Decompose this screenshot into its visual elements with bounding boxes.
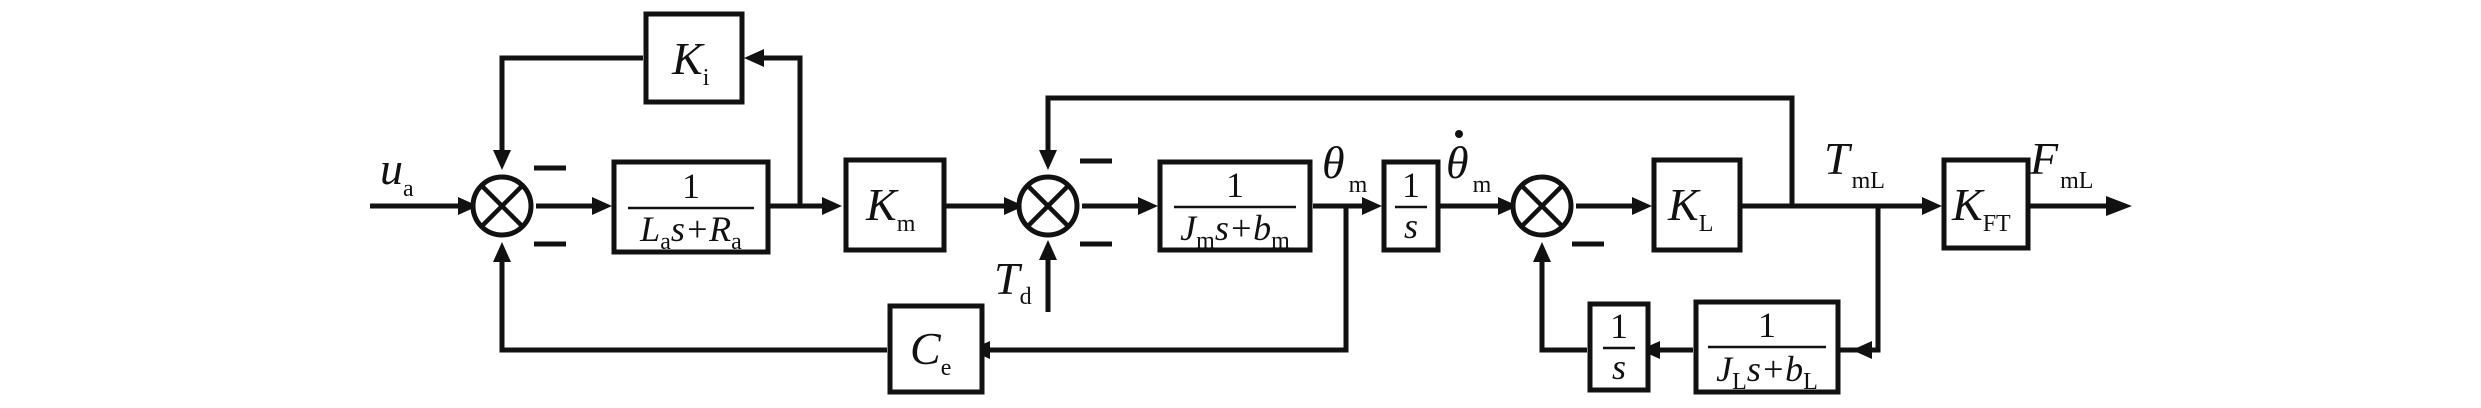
svg-text:KL: KL — [1667, 179, 1713, 237]
arrow-into-sum1-bottom — [493, 242, 511, 262]
input-signal-label: ua — [380, 143, 414, 202]
kl-block: KL — [1651, 157, 1743, 253]
motor-transfer-block: 1 Jms+bm — [1157, 159, 1313, 254]
ce-block: Ce — [887, 303, 985, 395]
svg-text:s: s — [1404, 206, 1418, 246]
arrow-into-electrical — [592, 197, 612, 215]
svg-text:1: 1 — [1758, 305, 1776, 345]
svg-text:Las+Ra: Las+Ra — [639, 209, 742, 255]
ce-feedback-line-in — [499, 252, 887, 353]
svg-text:KFT: KFT — [1951, 179, 2011, 237]
arrow-into-kl — [1632, 197, 1652, 215]
arrow-into-km — [822, 197, 842, 215]
svg-text:1: 1 — [1402, 165, 1420, 205]
arrow-into-sum3-left — [1498, 197, 1518, 215]
disturbance-label: Td — [994, 253, 1032, 310]
svg-text:θm: θm — [1446, 137, 1492, 198]
load-transfer-block: 1 JLs+bL — [1693, 299, 1841, 395]
sum-junction-2 — [1016, 158, 1112, 247]
kft-block: KFT — [1941, 157, 2031, 251]
ce-feedback-line-out — [985, 206, 1349, 353]
arrow-into-load-block — [1852, 341, 1872, 359]
load-block-input-line — [1840, 206, 1881, 353]
svg-text:Ce: Ce — [910, 323, 951, 381]
arrow-into-sum3-bottom — [1533, 242, 1551, 262]
output-signal-label: FmL — [2029, 133, 2093, 194]
integrator-block-1: 1 s — [1381, 159, 1441, 253]
arrow-output — [2106, 196, 2132, 216]
svg-text:Ki: Ki — [671, 33, 710, 91]
int2-to-sum3-line — [1539, 252, 1587, 353]
signal-lines — [370, 55, 2118, 353]
arrow-into-sum2-top — [1039, 150, 1057, 170]
electrical-transfer-block: 1 Las+Ra — [611, 159, 771, 255]
arrow-into-kft — [1922, 197, 1942, 215]
arrowheads — [458, 49, 2132, 359]
sum-junction-3 — [1510, 174, 1604, 247]
svg-text:1: 1 — [682, 166, 700, 206]
sum-junction-1 — [470, 165, 566, 247]
arrow-into-ki — [744, 49, 764, 67]
tml-label: TmL — [1824, 133, 1885, 194]
integrator-block-2: 1 s — [1587, 301, 1651, 393]
ki-block: Ki — [643, 11, 745, 105]
ki-feedback-line-out — [758, 55, 803, 206]
arrow-into-sum2-bottom — [1039, 240, 1057, 260]
svg-text:s: s — [1612, 347, 1626, 387]
ki-feedback-line-in — [499, 55, 643, 160]
load-feedback-line — [1045, 95, 1795, 206]
svg-text:Km: Km — [865, 179, 916, 237]
arrow-into-sum1-top — [493, 150, 511, 170]
arrow-into-sum2-left — [1004, 197, 1024, 215]
km-block: Km — [843, 157, 947, 253]
svg-text:Jms+bm: Jms+bm — [1180, 208, 1290, 254]
arrow-into-sum1-left — [458, 197, 478, 215]
arrow-into-motor — [1138, 197, 1158, 215]
svg-text:1: 1 — [1610, 306, 1628, 346]
arrow-into-int1 — [1362, 197, 1382, 215]
svg-text:JLs+bL: JLs+bL — [1716, 349, 1818, 395]
svg-text:1: 1 — [1226, 165, 1244, 205]
